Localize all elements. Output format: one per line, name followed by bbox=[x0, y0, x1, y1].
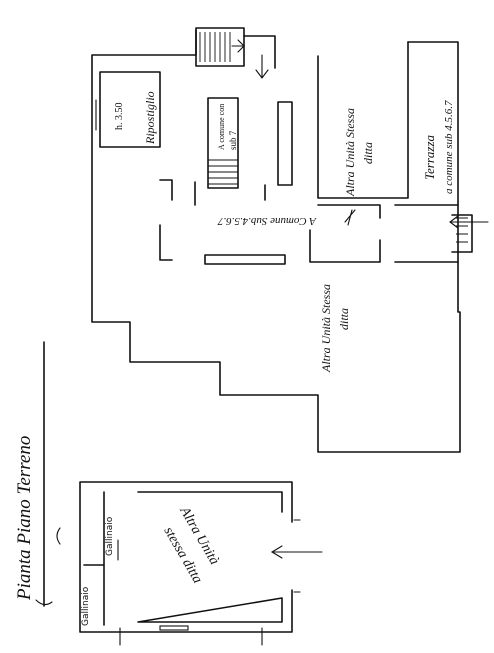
outbuilding-door-sill bbox=[159, 625, 189, 631]
partition-2 bbox=[317, 41, 409, 199]
partition-1 bbox=[277, 101, 293, 186]
outbuilding-arrow bbox=[270, 545, 323, 559]
stair-landing-wall bbox=[243, 35, 276, 69]
gallinaio-label-2: Gallinaio bbox=[105, 516, 115, 556]
main-outer-wall bbox=[91, 29, 461, 453]
partition-6 bbox=[309, 229, 459, 263]
a-comune-sub7-line2: sub 7 bbox=[228, 130, 238, 150]
stair-inner bbox=[207, 97, 239, 189]
main-building bbox=[91, 27, 489, 453]
altra-mid-line1: Altra Unità Stessa bbox=[319, 284, 333, 373]
outbuilding-opening bbox=[293, 519, 301, 593]
terrazza-comune-label: a comune sub 4.5.6.7 bbox=[443, 100, 455, 194]
altra-top-line2: ditta bbox=[361, 142, 375, 164]
a-comune-sub7-line1: A comune con bbox=[217, 104, 226, 150]
terrazza-label: Terrazza bbox=[422, 134, 437, 180]
comune-mid-label: A Comune Sub.4.5.6.7 bbox=[217, 215, 317, 227]
down-arrow bbox=[255, 54, 269, 79]
ripostiglio-label: Ripostiglio bbox=[143, 91, 157, 145]
partition-5 bbox=[204, 254, 286, 265]
outbuilding bbox=[79, 481, 323, 646]
terrace-step-hatch bbox=[456, 217, 468, 243]
altra-top-line1: Altra Unità Stessa bbox=[343, 108, 357, 197]
partition-3 bbox=[159, 179, 173, 261]
altra-mid-line2: ditta bbox=[337, 308, 351, 330]
door-swing bbox=[344, 209, 356, 226]
stair-top bbox=[195, 27, 245, 67]
height-label: h. 3.50 bbox=[114, 103, 125, 131]
entry-arrow bbox=[449, 215, 489, 229]
ripostiglio-walls bbox=[99, 71, 161, 148]
sketch-mark bbox=[35, 527, 61, 606]
partition-4 bbox=[194, 181, 266, 206]
terrace-step bbox=[451, 214, 473, 253]
outbuilding-inner bbox=[137, 491, 283, 623]
outbuilding-outer bbox=[79, 481, 293, 633]
partition-7 bbox=[317, 204, 459, 219]
gallinaio-label-1: Gallinaio bbox=[81, 586, 91, 626]
title-label: Pianta Piano Terreno bbox=[14, 436, 35, 601]
gallinaio-divider bbox=[83, 491, 105, 626]
